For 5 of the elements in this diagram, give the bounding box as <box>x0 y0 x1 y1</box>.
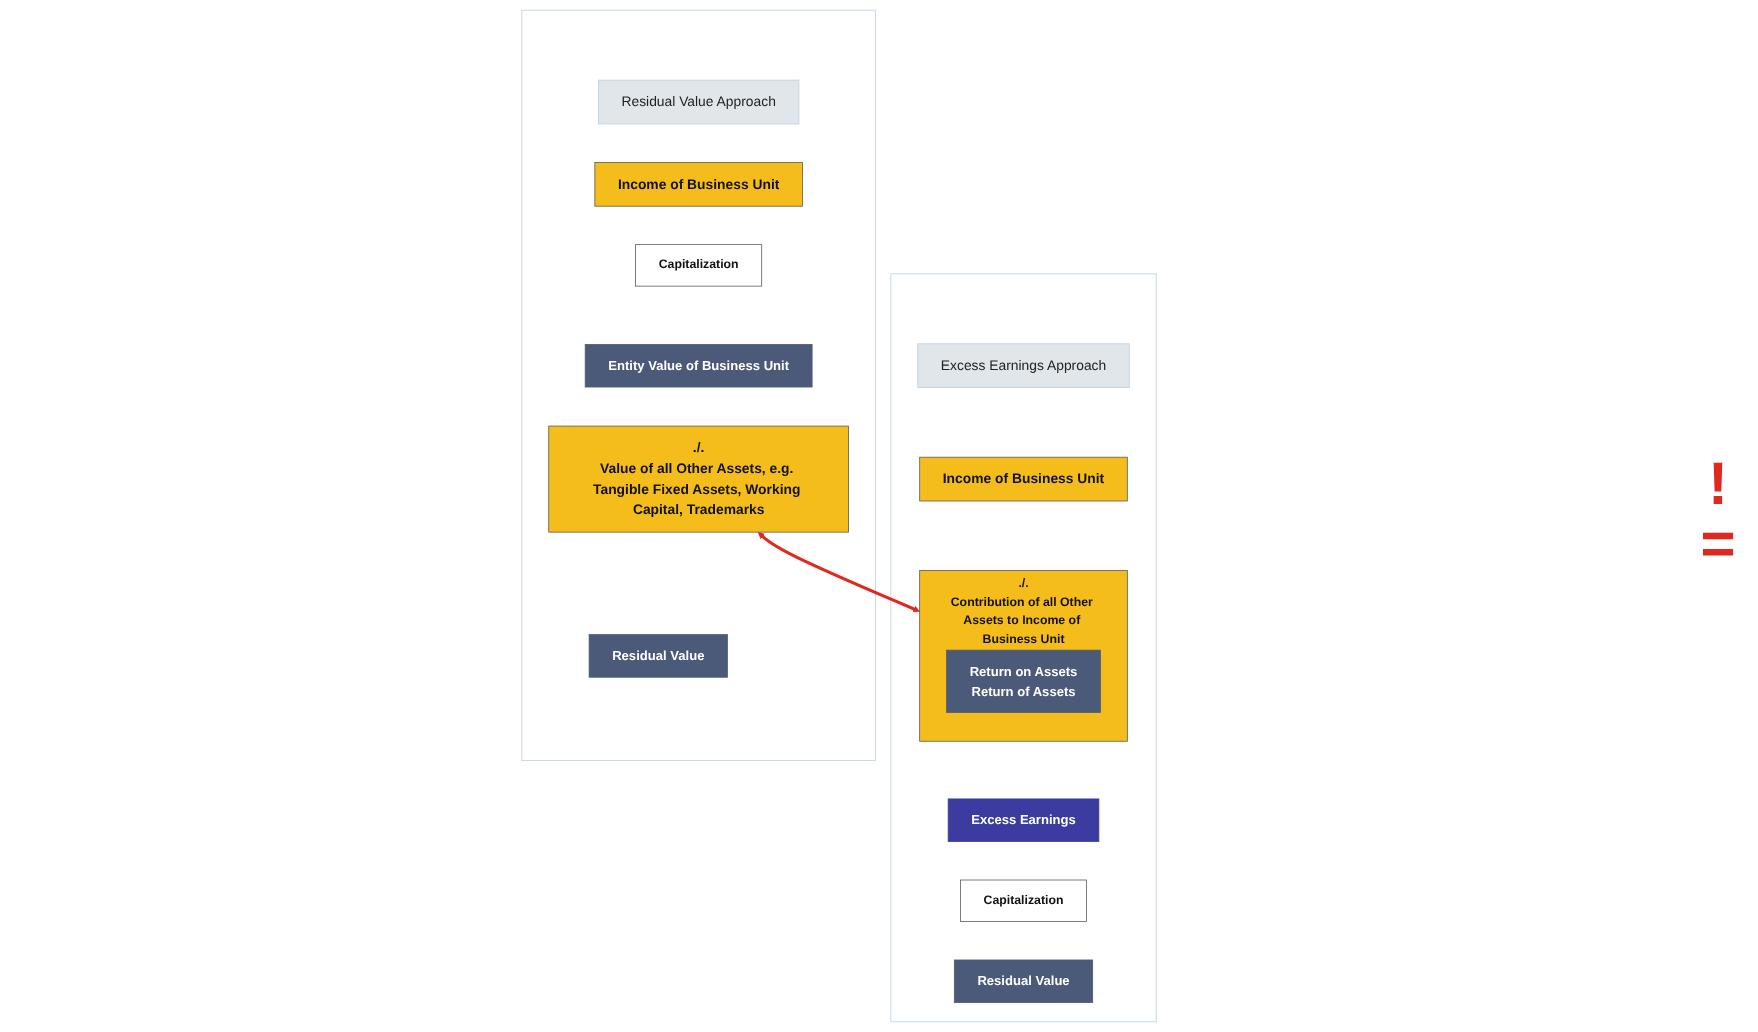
arrow <box>757 532 920 613</box>
not-equal-sign-part: = <box>1700 516 1736 576</box>
cluster <box>890 273 1157 1023</box>
not-equal-sign-part: ! <box>1708 456 1728 516</box>
cluster <box>521 9 876 761</box>
